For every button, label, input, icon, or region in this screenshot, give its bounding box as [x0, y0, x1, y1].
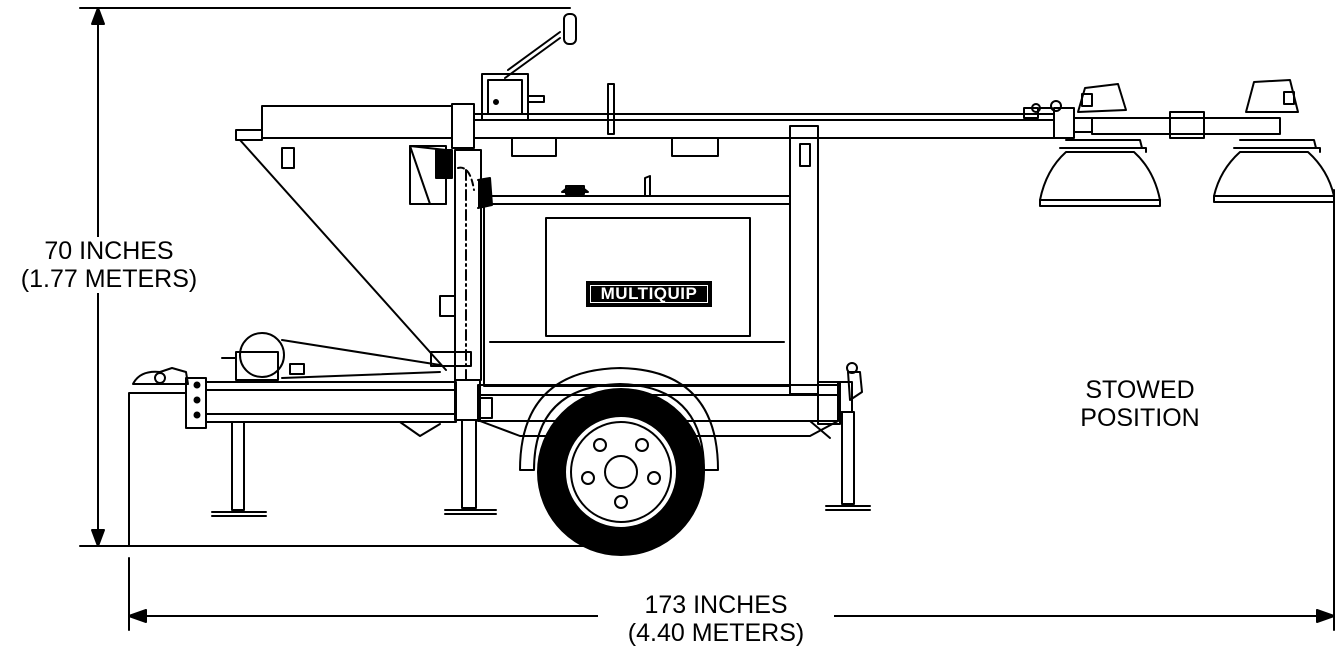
- height-meters: (1.77 METERS): [20, 265, 198, 293]
- floodlight-2: [1213, 79, 1335, 203]
- wheel-assembly: [519, 367, 719, 556]
- stowed-position-label: STOWED POSITION: [1060, 376, 1220, 432]
- mid-jack: [399, 379, 497, 515]
- stowed-word: STOWED: [1085, 376, 1195, 404]
- floodlight-1: [1039, 83, 1161, 207]
- lamp-crossbar: [1073, 111, 1281, 139]
- rear-stabilizer: [825, 362, 871, 511]
- position-word: POSITION: [1080, 404, 1200, 432]
- length-meters: (4.40 METERS): [627, 619, 805, 647]
- length-inches: 173 INCHES: [644, 591, 788, 619]
- length-dimension-label: 173 INCHES (4.40 METERS): [598, 591, 834, 647]
- mast: [239, 139, 493, 381]
- brand-plate-text: MULTIQUIP: [590, 285, 708, 303]
- light-boom: [235, 83, 1075, 205]
- lamp-mounts: [1031, 100, 1062, 113]
- brand-plate: MULTIQUIP: [586, 281, 712, 307]
- height-dimension-label: 70 INCHES (1.77 METERS): [6, 237, 212, 293]
- rear-upright: [789, 125, 819, 395]
- height-inches: 70 INCHES: [44, 237, 174, 265]
- boom-crank: [481, 13, 577, 121]
- trailer-tongue: [128, 332, 457, 547]
